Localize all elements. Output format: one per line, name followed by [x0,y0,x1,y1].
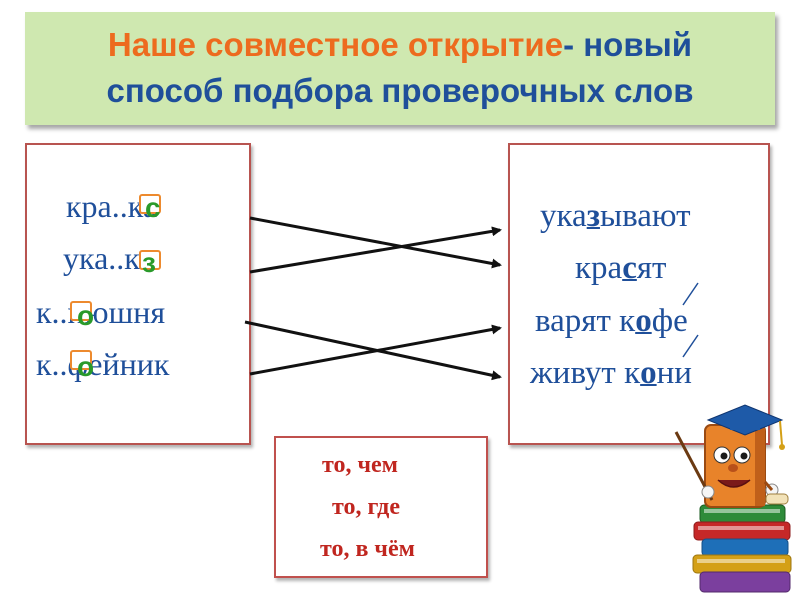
right-word-2-start: кра [575,250,623,286]
title-blue-text-2: способ подбора проверочных слов [106,72,694,109]
left-word-4-gap-box [70,350,92,370]
accent-stroke-kofe [682,282,699,306]
left-word-3-gap: .. [51,294,68,330]
title-orange-text: Наше совместное открытие [107,26,564,63]
right-word-1-start: ука [540,198,587,234]
left-word-1: кра..ка [66,188,157,225]
right-word-3-mark: о [635,303,652,339]
arrow-konyushnya-koni [244,320,502,381]
arrow-ukazka-ukazyvayut [249,226,502,274]
left-word-2-gap-box [139,250,161,270]
accent-stroke-koni [682,334,699,358]
left-word-4-start: к [36,346,52,382]
right-word-3: варят кофе [535,303,688,340]
right-word-1: указывают [540,198,691,235]
left-word-4-gap: .. [51,346,68,382]
left-word-3-start: к [36,294,52,330]
right-word-1-mark: з [586,198,600,234]
right-word-4: живут кони [530,355,692,392]
right-word-2-mark: с [622,250,637,286]
question-line-1: то, чем [322,452,399,478]
right-word-1-end: ывают [599,198,691,234]
arrow-kraska-krasyat [249,216,502,269]
right-word-3-end: фе [651,303,688,339]
left-word-2-start: ука [63,240,109,276]
title-banner: Наше совместное открытие- новый способ п… [25,12,775,125]
left-word-1-start: кра [66,188,112,224]
left-word-4-letter: о [77,351,95,382]
right-word-panel [508,143,770,445]
left-word-panel [25,143,251,445]
right-word-4-start: живут к [530,355,641,391]
right-word-4-mark: о [640,355,657,391]
left-word-1-gap: .. [111,188,128,224]
left-word-1-gap-box [139,194,161,214]
left-word-1-letter: с [145,192,161,223]
book-mascot-icon [674,404,792,593]
question-panel [274,436,488,578]
left-word-3-gap-box [70,301,92,321]
right-word-2: красят [575,250,666,287]
arrow-kofeynik-kofe [249,324,502,376]
right-word-4-end: ни [656,355,692,391]
right-word-3-start: варят к [535,303,636,339]
question-line-2: то, где [332,494,400,520]
left-word-2-gap: .. [108,240,125,276]
left-word-2: ука..ка [63,240,154,277]
title-blue-text-1: - новый [563,26,693,63]
question-line-3: то, в чём [320,536,415,562]
right-word-2-end: ят [636,250,667,286]
left-word-3-letter: о [77,300,95,331]
left-word-2-letter: з [142,247,156,278]
